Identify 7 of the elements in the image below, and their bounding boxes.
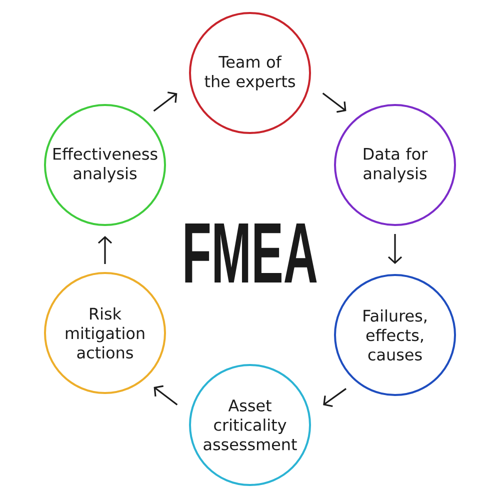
title: FMEA (185, 224, 317, 282)
arrow (153, 92, 178, 112)
arrow (98, 236, 112, 264)
arrow (388, 234, 402, 264)
arrow (154, 385, 178, 406)
arrow (323, 388, 346, 408)
arrow (322, 92, 346, 113)
